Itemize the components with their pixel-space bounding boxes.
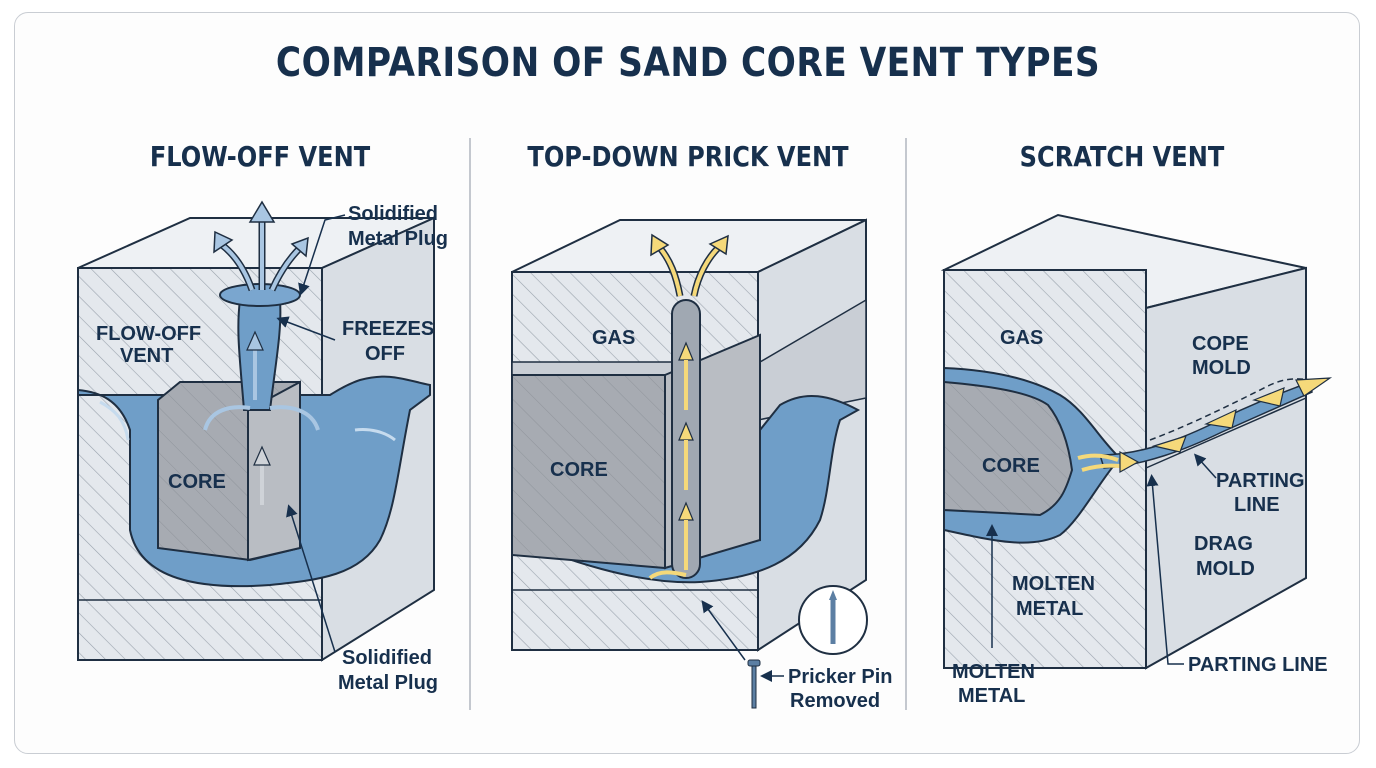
label-molten-metal-b-2: METAL xyxy=(958,685,1025,707)
label-flow-off-vent-2: VENT xyxy=(120,345,173,367)
scratch-vent-diagram: GAS COPE MOLD CORE PARTING LINE DRAG MOL… xyxy=(940,213,1333,707)
label-cope-mold-1: COPE xyxy=(1192,333,1249,355)
panel-heading-flow-off: FLOW-OFF VENT xyxy=(149,140,371,173)
label-core-1: CORE xyxy=(168,471,226,493)
flow-off-vent-diagram: Solidified Metal Plug FLOW-OFF VENT FREE… xyxy=(77,200,448,694)
label-drag-mold-1: DRAG xyxy=(1194,533,1253,555)
label-core-2: CORE xyxy=(550,459,608,481)
label-parting-line-2: LINE xyxy=(1234,494,1280,516)
label-molten-metal-a-2: METAL xyxy=(1016,598,1083,620)
label-molten-metal-b-1: MOLTEN xyxy=(952,661,1035,683)
page-title: COMPARISON OF SAND CORE VENT TYPES xyxy=(275,40,1101,86)
label-solidified-plug-top-1: Solidified xyxy=(348,203,438,225)
label-flow-off-vent-1: FLOW-OFF xyxy=(96,323,201,345)
panel-divider-2 xyxy=(905,138,907,710)
label-pricker-pin-1: Pricker Pin xyxy=(788,666,893,688)
label-parting-line-bottom: PARTING LINE xyxy=(1188,654,1328,676)
label-gas-2: GAS xyxy=(592,327,635,349)
label-parting-line-1: PARTING xyxy=(1216,470,1305,492)
label-freezes-off-2: OFF xyxy=(365,343,405,365)
label-molten-metal-a-1: MOLTEN xyxy=(1012,573,1095,595)
panel-divider-1 xyxy=(469,138,471,710)
label-solidified-plug-bottom-1: Solidified xyxy=(342,647,432,669)
label-solidified-plug-top-2: Metal Plug xyxy=(348,228,448,250)
prick-vent-diagram: GAS CORE Pricker Pin Removed xyxy=(511,218,893,712)
label-cope-mold-2: MOLD xyxy=(1192,357,1251,379)
label-solidified-plug-bottom-2: Metal Plug xyxy=(338,672,438,694)
label-freezes-off-1: FREEZES xyxy=(342,318,434,340)
label-gas-3: GAS xyxy=(1000,327,1043,349)
panel-heading-prick: TOP-DOWN PRICK VENT xyxy=(527,140,849,173)
label-drag-mold-2: MOLD xyxy=(1196,558,1255,580)
label-core-3: CORE xyxy=(982,455,1040,477)
label-pricker-pin-2: Removed xyxy=(790,690,880,712)
panel-heading-scratch: SCRATCH VENT xyxy=(1019,140,1225,173)
